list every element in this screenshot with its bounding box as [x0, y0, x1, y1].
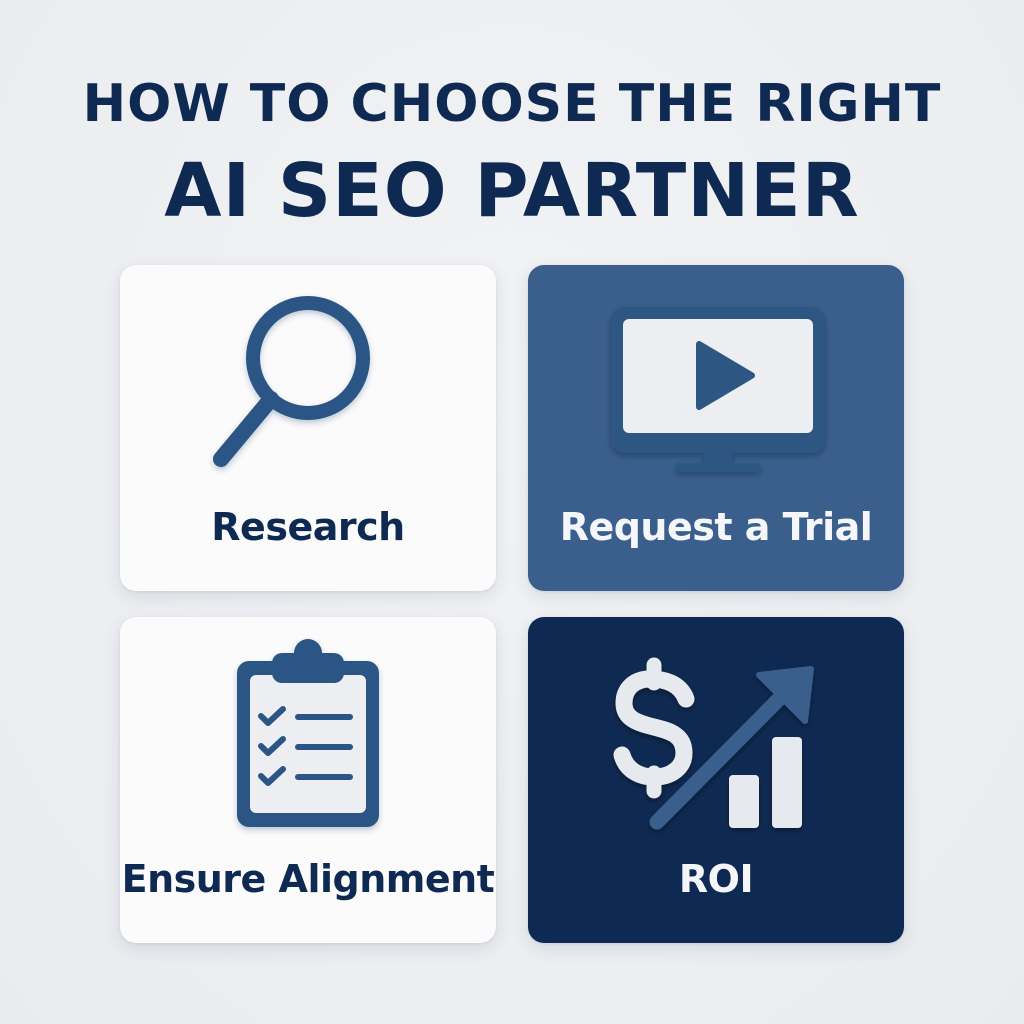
card-label-ensure-alignment: Ensure Alignment	[121, 857, 495, 901]
card-research: Research	[120, 265, 496, 591]
card-label-research: Research	[211, 505, 405, 549]
card-roi: ROI	[528, 617, 904, 943]
magnifying-glass-icon	[213, 296, 370, 467]
title-line-2: AI SEO PARTNER	[164, 148, 860, 234]
title-line-1: HOW TO CHOOSE THE RIGHT	[82, 74, 942, 134]
card-ensure-alignment: Ensure Alignment	[120, 617, 496, 943]
clipboard-checklist-icon	[237, 639, 379, 827]
card-label-request-trial: Request a Trial	[559, 505, 873, 549]
dollar-growth-chart-icon	[613, 657, 814, 830]
monitor-play-icon	[611, 307, 825, 472]
card-request-trial: Request a Trial	[528, 265, 904, 591]
card-label-roi: ROI	[678, 857, 754, 901]
